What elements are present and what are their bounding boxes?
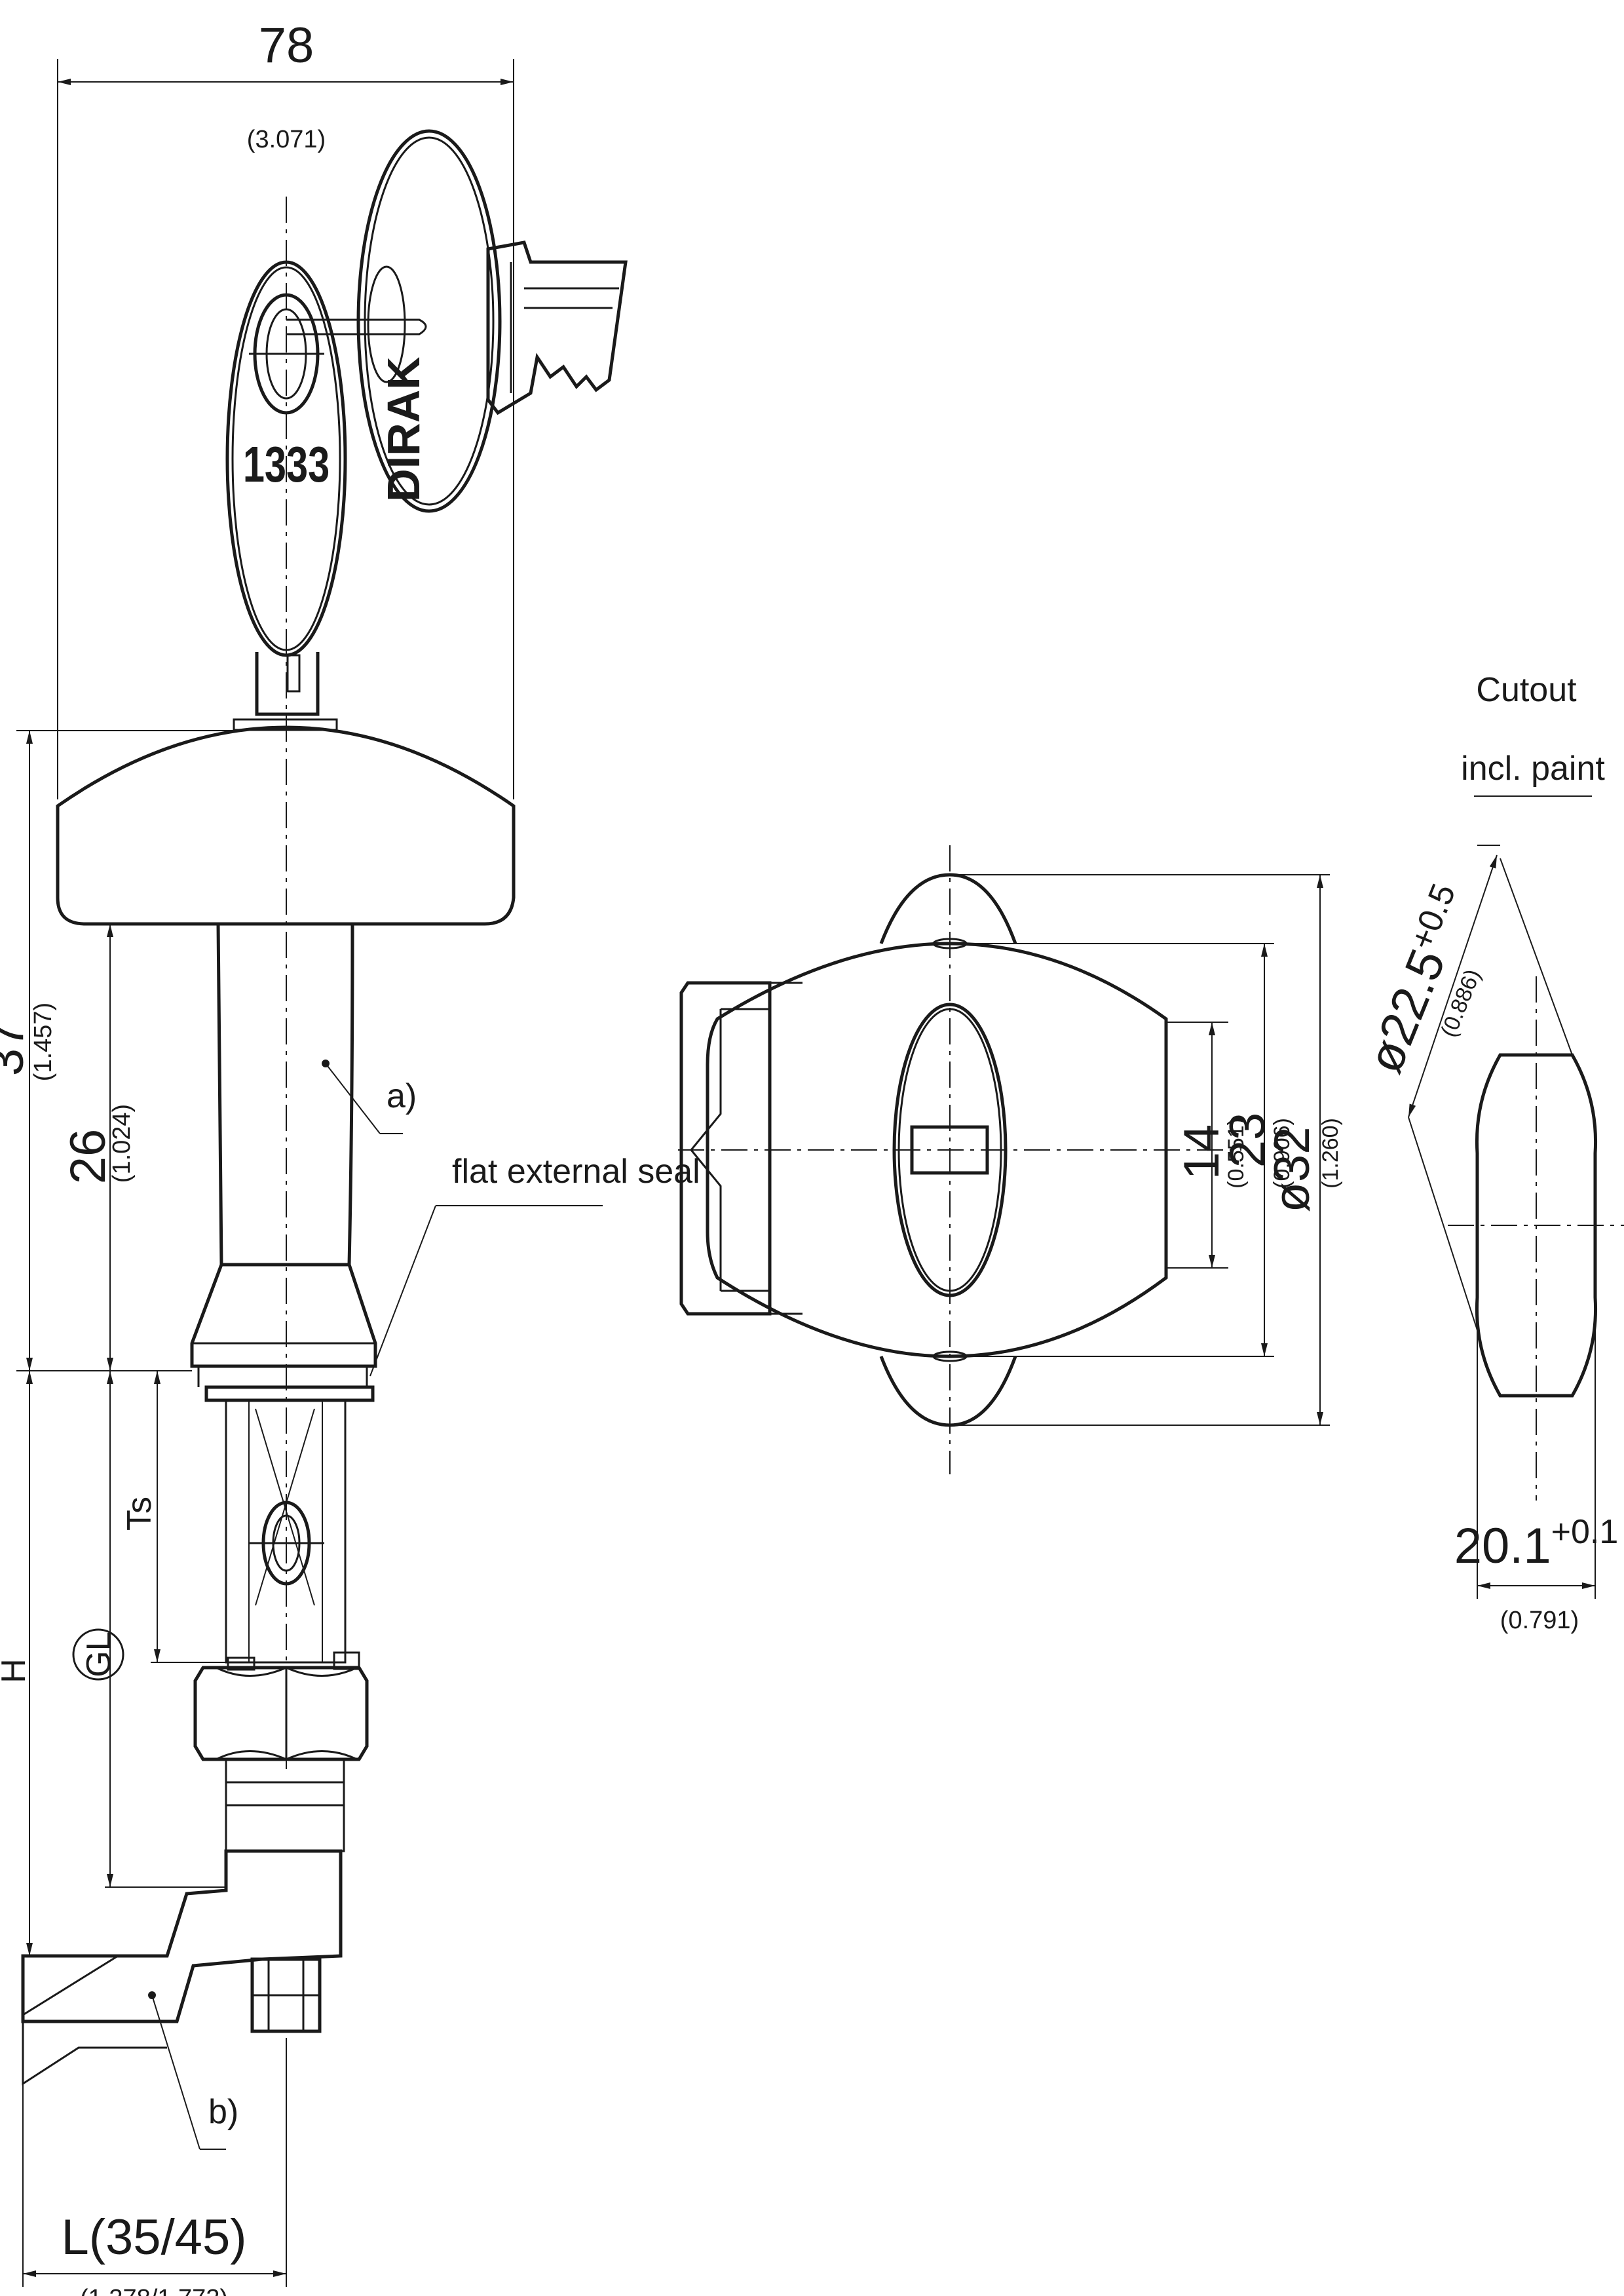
dim-height-37-in: (1.457) [29, 1003, 57, 1081]
label-a: a) [387, 1077, 417, 1115]
cutout-title-1: Cutout [1476, 671, 1577, 709]
key-blade [486, 240, 628, 415]
dim-height-37: 37 [0, 1021, 34, 1077]
flat-seal [204, 1385, 375, 1402]
dim-h: H [0, 1658, 33, 1683]
front-view: 14 (0.551) 23 (0.906) ø32 (1.260) [678, 845, 1343, 1474]
label-seal: flat external seal [452, 1153, 700, 1191]
gl-circle [72, 1628, 124, 1681]
dim-d32: ø32 [1264, 1127, 1320, 1213]
round-plate [879, 873, 1017, 944]
dim-width-78: 78 [259, 18, 314, 73]
dim-length: L(35/45) [61, 2210, 246, 2265]
lens-body [706, 942, 1168, 1358]
key-bow-front [225, 260, 347, 657]
label-b: b) [208, 2093, 238, 2131]
cutout-title-2: incl. paint [1461, 750, 1605, 788]
lock-tube [225, 1399, 347, 1664]
side-view: DIRAK 1333 78 (3.071) 37 (1.457) 26 (1.0… [0, 18, 700, 2296]
dim-d23-in: (0.906) [1270, 1118, 1294, 1189]
front-keyhole [892, 1003, 1008, 1297]
key-number-text: 1333 [243, 436, 330, 493]
handle-cone [190, 1263, 377, 1368]
dim-d32-in: (1.260) [1318, 1118, 1343, 1189]
dim-d14-in: (0.551) [1224, 1118, 1249, 1189]
cam-lever [21, 1849, 343, 2023]
handle-shaft [216, 923, 354, 1267]
dim-height-26: 26 [60, 1129, 116, 1185]
dim-ts: Ts [121, 1497, 159, 1531]
hex-nut [193, 1666, 369, 1761]
key-bow-back [356, 129, 502, 513]
dim-height-26-in: (1.024) [108, 1104, 136, 1183]
dim-length-in: (1.378/1.772) [80, 2285, 228, 2296]
dim-cut-width-in: (0.791) [1500, 1607, 1579, 1634]
dim-cut-width: 20.1+0.1 [1454, 1513, 1619, 1574]
dim-gl: GL [80, 1632, 118, 1677]
dim-d23: 23 [1220, 1113, 1275, 1168]
dim-width-78-in: (3.071) [247, 126, 326, 153]
cutout-view: Cutout incl. paint ø22.5+0.5 (0.886) 20.… [1357, 671, 1624, 1634]
key-brand-text: DIRAK [378, 356, 429, 502]
handle-cap [56, 725, 516, 926]
dim-d14: 14 [1174, 1124, 1230, 1180]
key-stem [255, 652, 320, 716]
